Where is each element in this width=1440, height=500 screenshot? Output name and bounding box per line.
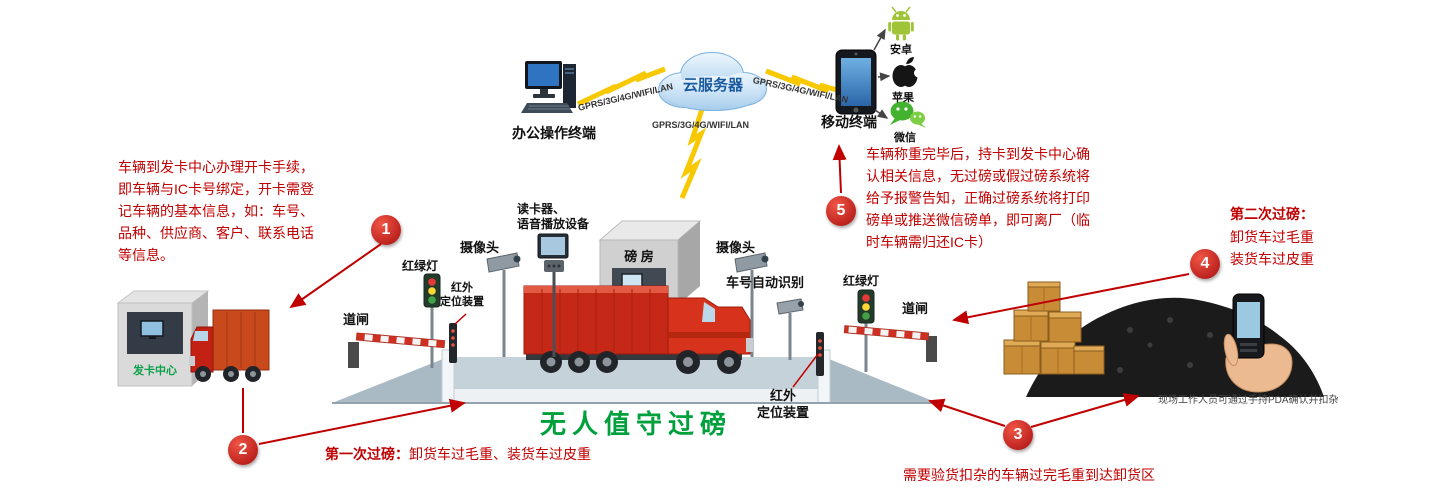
apple-label: 苹果 (892, 92, 914, 104)
android-label: 安卓 (890, 44, 912, 56)
barrier-gate-left-icon (348, 332, 446, 368)
traffic-light-right-icon (857, 289, 875, 372)
wechat-label: 微信 (894, 132, 916, 144)
step2-caption-text: 卸货车过毛重、装货车过皮重 (409, 446, 591, 462)
arrow-step3-to-coal-pile (1030, 393, 1140, 428)
barrier-left-label: 道闸 (343, 312, 370, 327)
network-link-label-right: GPRS/3G/4G/WIFI/LAN (752, 75, 849, 105)
card-reader-device-icon (537, 233, 569, 357)
camera-left-label: 摄像头 (460, 240, 500, 255)
line-infrared-left-pointer (454, 313, 467, 325)
step-marker-1: 1 (371, 215, 401, 245)
infrared-left-label: 红外 定位装置 (440, 282, 484, 308)
barrier-right-label: 道闸 (902, 301, 929, 316)
step1-description: 车辆到发卡中心办理开卡手续， 即车辆与IC卡号绑定，开卡需登 记车辆的基本信息，… (118, 159, 314, 263)
step5-description: 车辆称重完毕后，持卡到发卡中心确 认相关信息，无过磅或假过磅系统将 给予报警告知… (866, 146, 1090, 250)
infrared-sensor-left-icon (449, 323, 457, 363)
step2-caption-label: 第一次过磅： (325, 446, 409, 462)
pda-note: 现场工作人员可通过手持PDA确认并扣杂 (1158, 395, 1339, 406)
traffic-light-right-label: 红绿灯 (843, 274, 880, 288)
coal-pile (1026, 297, 1324, 397)
wechat-icon (890, 101, 926, 128)
card-center-label: 发卡中心 (133, 365, 177, 377)
card-center-truck (189, 309, 270, 382)
weigh-house-label: 磅 房 (624, 249, 654, 264)
step3-caption: 需要验货扣杂的车辆过完毛重到达卸货区 (903, 467, 1155, 483)
office-terminal-label: 办公操作终端 (512, 125, 596, 141)
plate-recognition-label: 车号自动识别 (726, 275, 805, 290)
step-marker-2: 2 (228, 435, 258, 465)
camera-right-label: 摄像头 (716, 240, 756, 255)
diagram-title: 无人值守过磅 (540, 409, 733, 439)
infrared-sensor-right-icon (816, 332, 824, 376)
step4-caption-line2: 装货车过皮重 (1230, 251, 1314, 267)
cargo-boxes (1003, 281, 1105, 375)
arrow-step5-to-tablet (832, 144, 847, 194)
step-marker-3: 3 (1003, 420, 1033, 450)
tablet-icon (835, 49, 877, 115)
weighbridge-platform (332, 349, 938, 404)
apple-icon (892, 57, 923, 87)
infrared-right-label: 红外 定位装置 (756, 388, 809, 420)
line-infrared-right-pointer (792, 353, 819, 388)
pda-hand-icon (1223, 293, 1293, 393)
truck-on-weighbridge (523, 285, 753, 374)
android-icon (888, 6, 914, 41)
step2-caption: 第一次过磅：卸货车过毛重、装货车过皮重 (325, 444, 591, 464)
card-reader-label: 读卡器、 语音播放设备 (517, 202, 590, 231)
step4-caption-label: 第二次过磅： (1230, 206, 1314, 222)
cloud-server-label: 云服务器 (682, 77, 743, 94)
network-link-label-down: GPRS/3G/4G/WIFI/LAN (652, 120, 750, 130)
cctv-camera-right-icon (734, 252, 769, 357)
office-computer-icon (521, 61, 576, 113)
plate-recognition-camera-icon (776, 298, 804, 360)
step-marker-4: 4 (1190, 249, 1220, 279)
arrow-step2-to-platform (258, 398, 466, 445)
cctv-camera-left-icon (486, 252, 521, 357)
arrow-step3-to-platform (928, 398, 1006, 427)
network-link-label-left: GPRS/3G/4G/WIFI/LAN (577, 81, 674, 113)
step-marker-5: 5 (826, 196, 856, 226)
barrier-gate-right-icon (843, 325, 937, 362)
arrow-step4-to-barrier (952, 273, 1190, 325)
step4-caption-line1: 卸货车过毛重 (1230, 229, 1314, 245)
mobile-terminal-label: 移动终端 (821, 114, 877, 130)
traffic-light-left-label: 红绿灯 (402, 259, 439, 273)
